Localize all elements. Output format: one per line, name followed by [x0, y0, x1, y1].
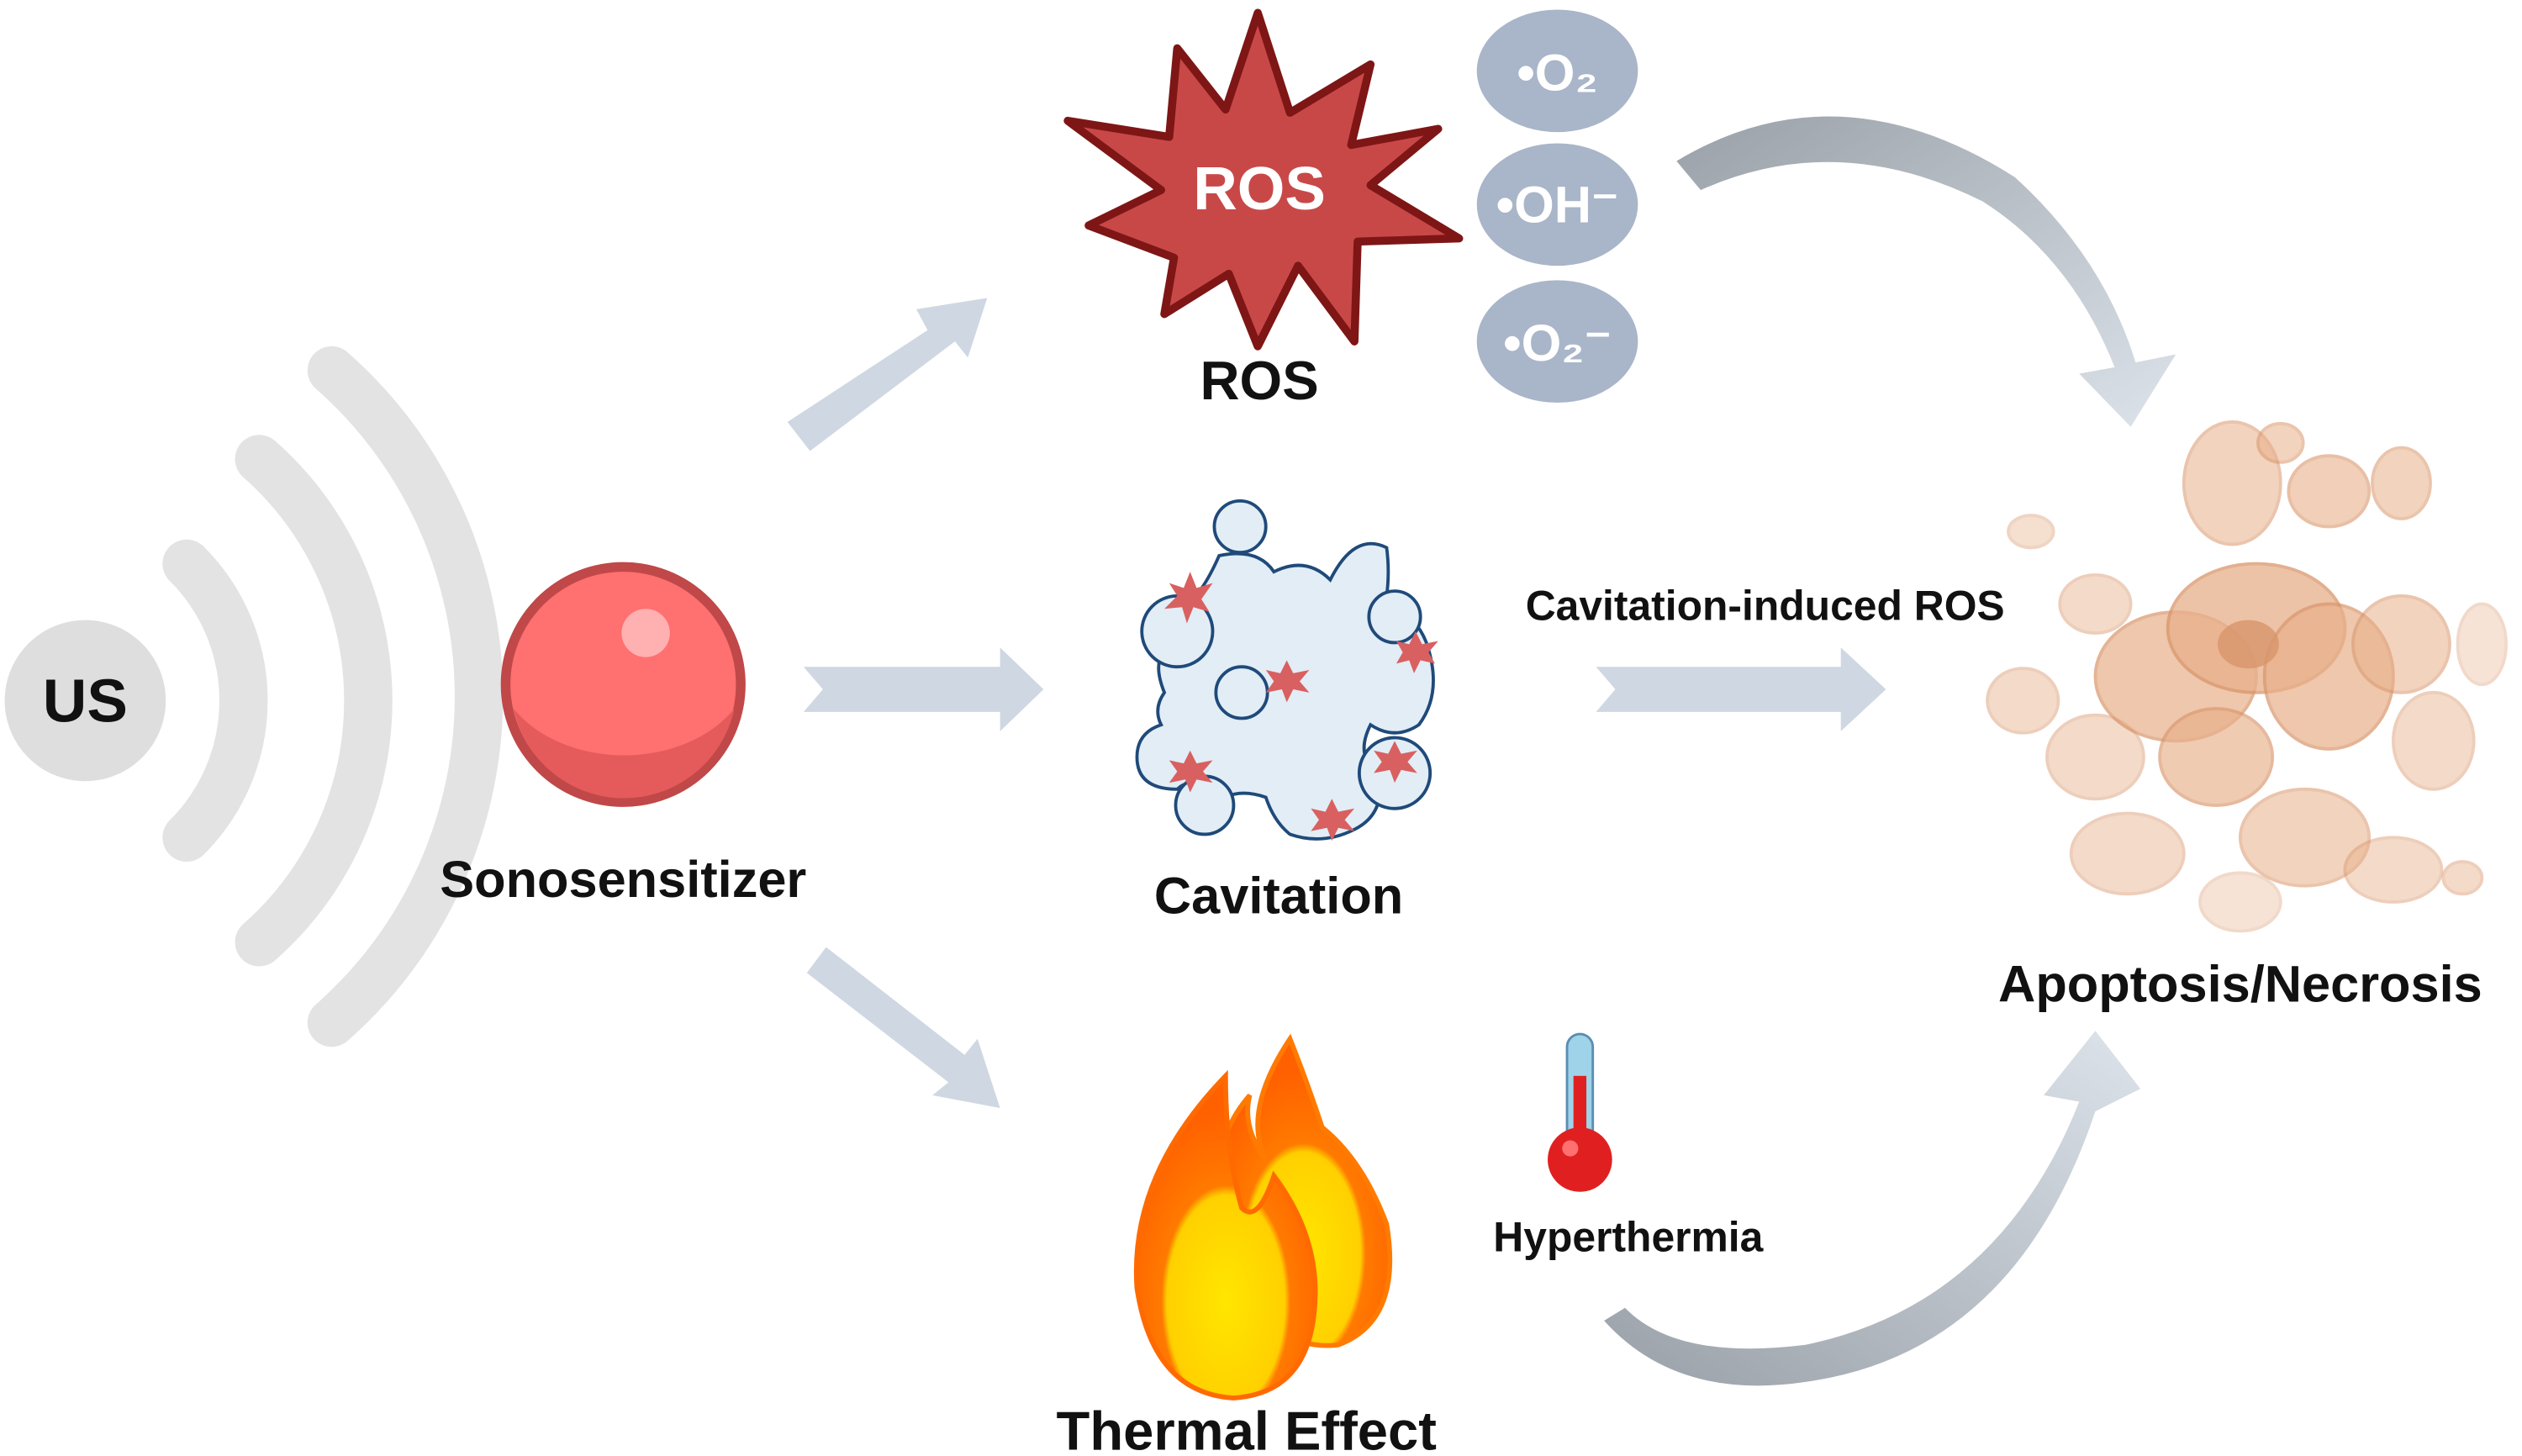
us-label: US	[43, 667, 128, 735]
apoptosis-necrosis-label: Apoptosis/Necrosis	[1998, 956, 2482, 1013]
radical-o2: •O₂	[1476, 9, 1638, 133]
curved-arrow-ros-to-outcome	[1676, 116, 2176, 427]
flame-icon	[1133, 1033, 1393, 1401]
ros-star-text: ROS	[1193, 155, 1326, 223]
radical-oh: •OH⁻	[1476, 143, 1638, 266]
sonosensitizer-label: Sonosensitizer	[440, 851, 806, 908]
hyperthermia-label: Hyperthermia	[1493, 1214, 1764, 1261]
ultrasound-waves	[162, 346, 504, 1047]
sonosensitizer-sphere	[500, 562, 746, 807]
arrow-to-ros	[787, 298, 988, 451]
apoptotic-cells-icon	[1986, 420, 2508, 933]
cavitation-label: Cavitation	[1154, 867, 1403, 924]
radical-superoxide-label: •O₂⁻	[1503, 314, 1612, 372]
arrow-to-cavitation	[803, 647, 1044, 731]
thermal-effect-label: Thermal Effect	[1057, 1400, 1437, 1456]
arrow-to-thermal	[806, 947, 1000, 1109]
curved-arrow-thermal-to-outcome	[1604, 1031, 2141, 1386]
arrow-cavitation-to-outcome	[1596, 647, 1886, 731]
ros-star-icon: ROS	[1063, 8, 1464, 351]
radical-oh-label: •OH⁻	[1496, 176, 1619, 233]
ros-label: ROS	[1200, 350, 1319, 411]
cavitation-induced-ros-label: Cavitation-induced ROS	[1526, 583, 2005, 630]
cavitation-sparks-icon	[1164, 572, 1438, 841]
radical-superoxide: •O₂⁻	[1476, 280, 1638, 403]
radical-o2-label: •O₂	[1517, 44, 1597, 101]
thermometer-icon	[1548, 1032, 1612, 1192]
ultrasound-source: US	[4, 620, 166, 782]
